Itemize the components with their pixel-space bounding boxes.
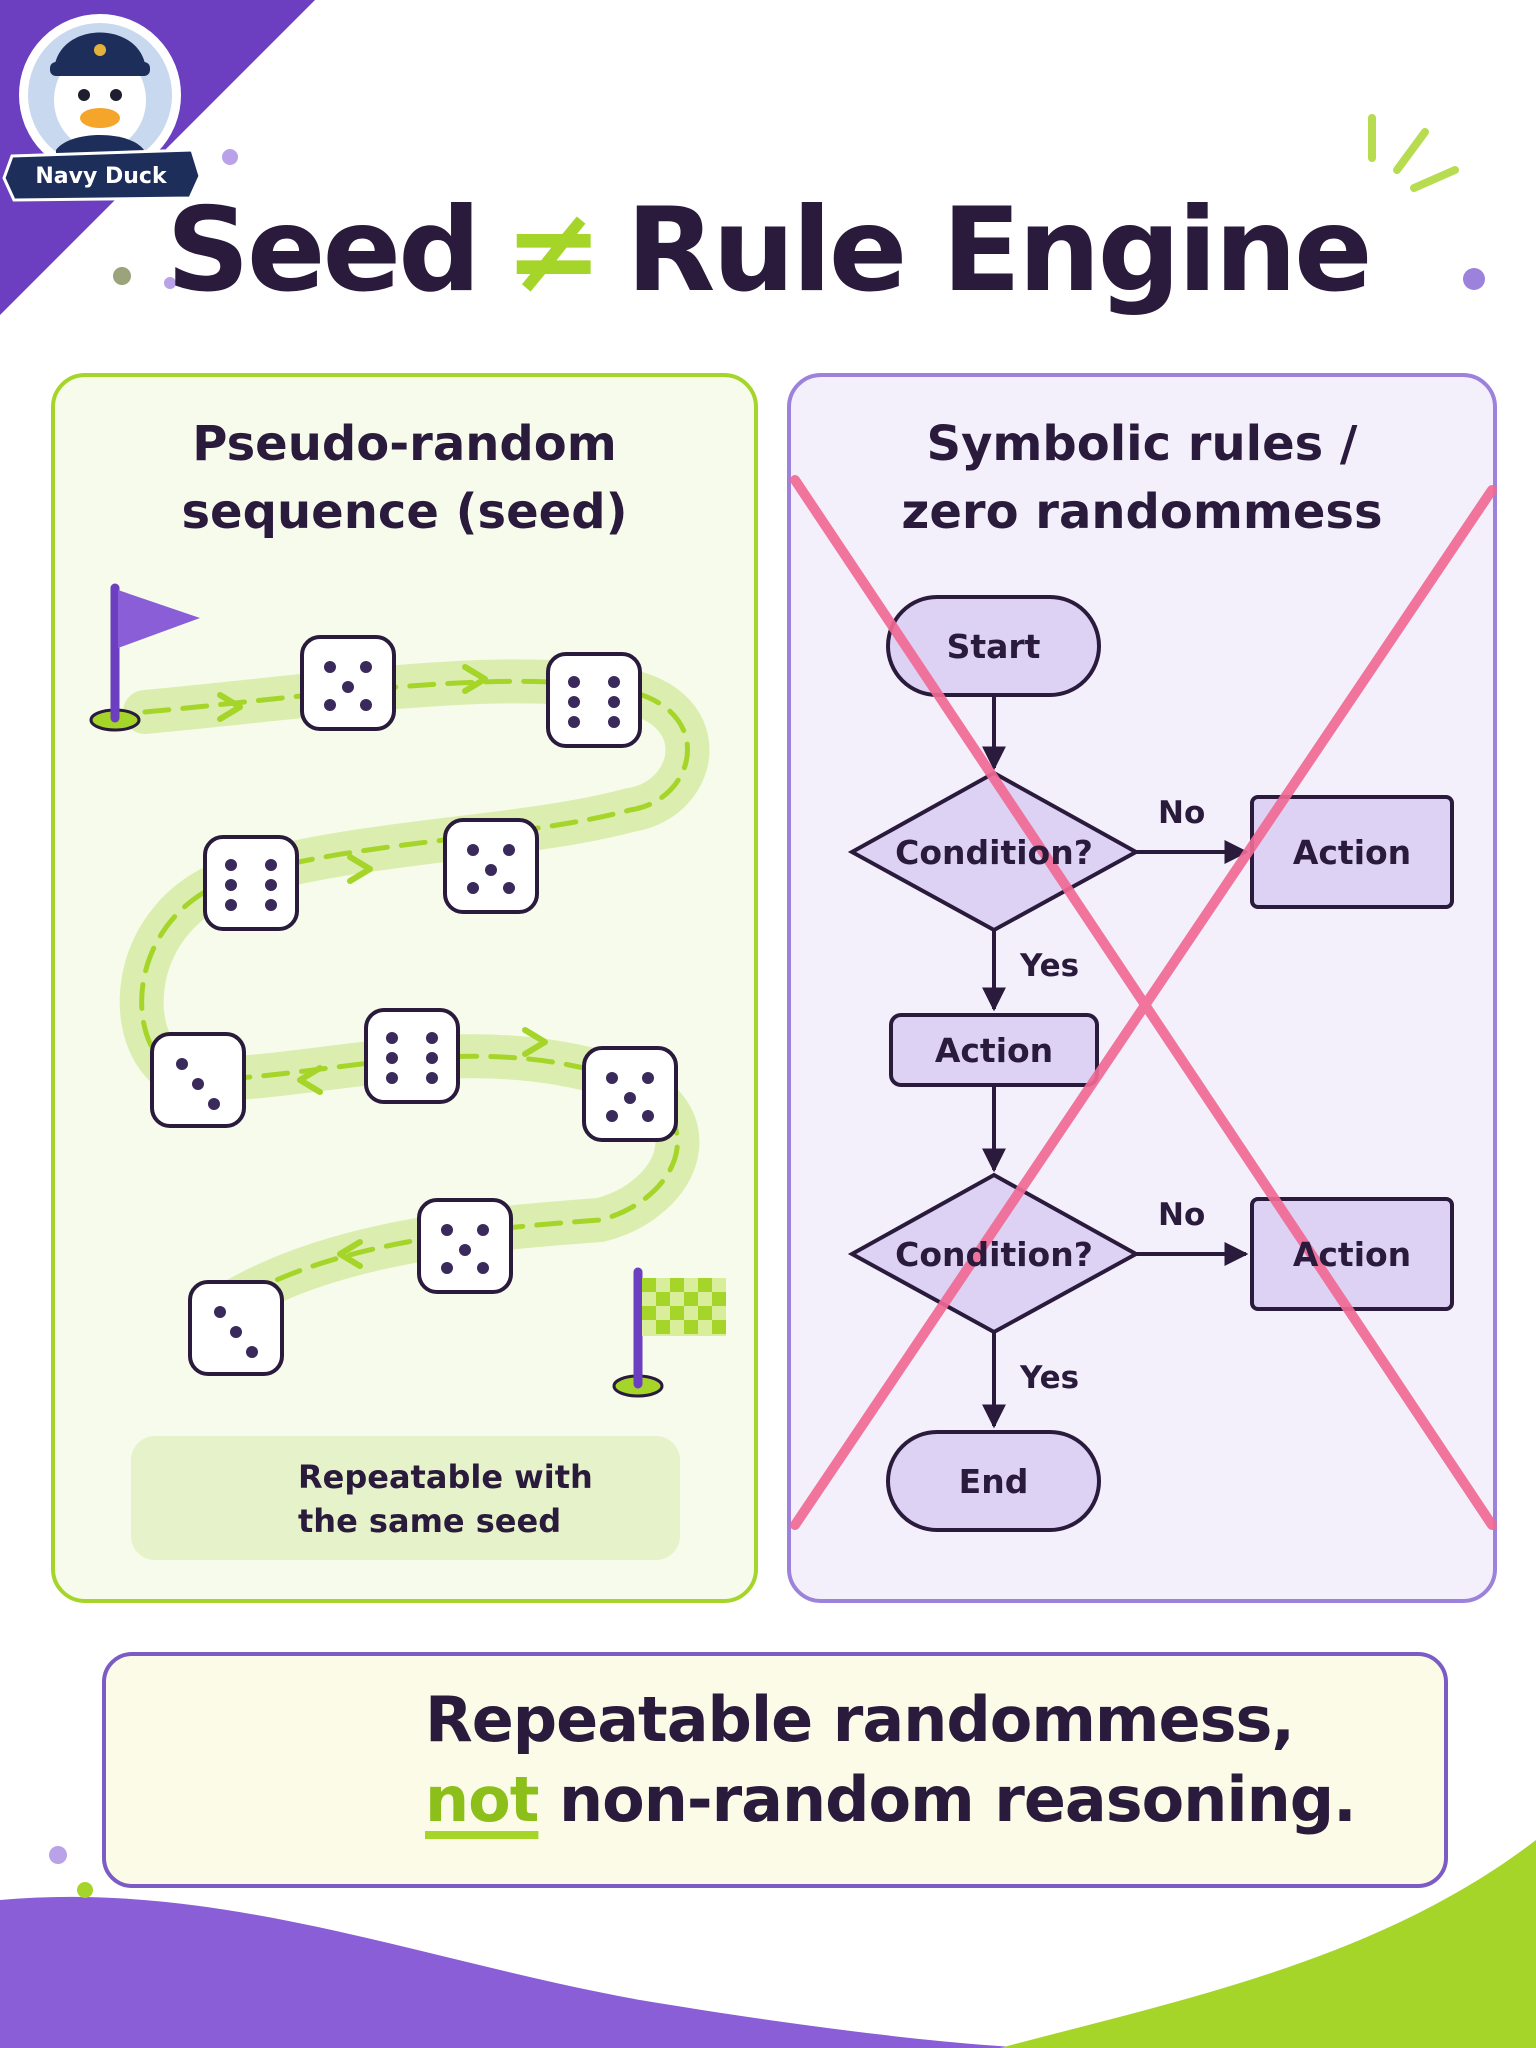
left-panel-heading-line2: sequence (seed) (181, 484, 628, 540)
not-equal-sign: ≠ (504, 181, 603, 319)
right-panel-heading-line2: zero randommess (901, 484, 1383, 540)
title-left: Seed (166, 182, 481, 318)
page-title: Seed ≠ Rule Engine (0, 165, 1536, 335)
logo-ribbon (2, 148, 202, 202)
dice-icon (546, 652, 642, 748)
repeat-note-text: Repeatable with the same seed (298, 1455, 678, 1543)
flowchart-side-action2-label: Action (1292, 1234, 1412, 1274)
decor-dot (1463, 268, 1485, 290)
checkered-flag-icon (612, 1267, 726, 1398)
flowchart-side-action1-label: Action (1292, 832, 1412, 872)
flowchart-no2-label: No (1158, 1197, 1206, 1233)
flowchart-action-label: Action (934, 1030, 1054, 1070)
dice-icon (150, 1032, 246, 1128)
decor-dot (113, 267, 131, 285)
takeaway-line2-rest: non-random reasoning. (558, 1763, 1357, 1836)
right-panel (787, 373, 1497, 1603)
repeat-note-box (131, 1436, 680, 1560)
dice-icon (364, 1008, 460, 1104)
dice-icon (188, 1280, 284, 1376)
right-panel-heading: Symbolic rules / zero randommess (789, 410, 1495, 546)
flowchart-connectors (982, 695, 1249, 1429)
dice-icon (203, 835, 299, 931)
bottom-wave-green (1000, 1840, 1536, 2048)
left-panel-heading-line1: Pseudo-random (192, 416, 617, 472)
dice-icon (417, 1198, 513, 1294)
takeaway-line2: not non-random reasoning. (425, 1760, 1425, 1840)
repeat-note-line2: the same seed (298, 1502, 562, 1540)
decor-dot (49, 1846, 67, 1864)
takeaway-box (102, 1652, 1448, 1888)
decor-dot (77, 1882, 93, 1898)
purple-flag-icon (89, 583, 200, 732)
cross-out-mark (790, 475, 1497, 1530)
decor-dot (222, 149, 238, 165)
flowchart-yes2-label: Yes (1020, 1360, 1080, 1396)
decor-sparkle-lines (1368, 114, 1459, 192)
dice-icon (582, 1046, 678, 1142)
path-arrows (217, 664, 548, 1269)
repeat-note-line1: Repeatable with (298, 1458, 593, 1496)
duck-sailor-icon (19, 14, 181, 176)
left-panel-heading: Pseudo-random sequence (seed) (53, 410, 756, 546)
right-panel-heading-line1: Symbolic rules / (926, 416, 1358, 472)
dice-icon (443, 818, 539, 914)
flowchart-end-label: End (958, 1461, 1029, 1501)
takeaway-text: Repeatable randommess, not non-random re… (425, 1680, 1425, 1840)
flowchart-start-label: Start (946, 626, 1041, 666)
takeaway-emphasis: not (425, 1763, 539, 1836)
takeaway-line1: Repeatable randommess, (425, 1683, 1295, 1756)
decor-dot (164, 277, 176, 289)
bottom-wave-purple (0, 1896, 1050, 2048)
flowchart-yes1-label: Yes (1020, 948, 1080, 984)
flowchart-end-node (886, 1430, 1101, 1532)
dice-icon (300, 635, 396, 731)
title-right: Rule Engine (626, 182, 1373, 318)
flowchart-condition1-label: Condition? (895, 832, 1093, 872)
flowchart-condition2-label: Condition? (895, 1234, 1093, 1274)
brand-logo-text: Navy Duck (35, 163, 167, 189)
flowchart-no1-label: No (1158, 795, 1206, 831)
